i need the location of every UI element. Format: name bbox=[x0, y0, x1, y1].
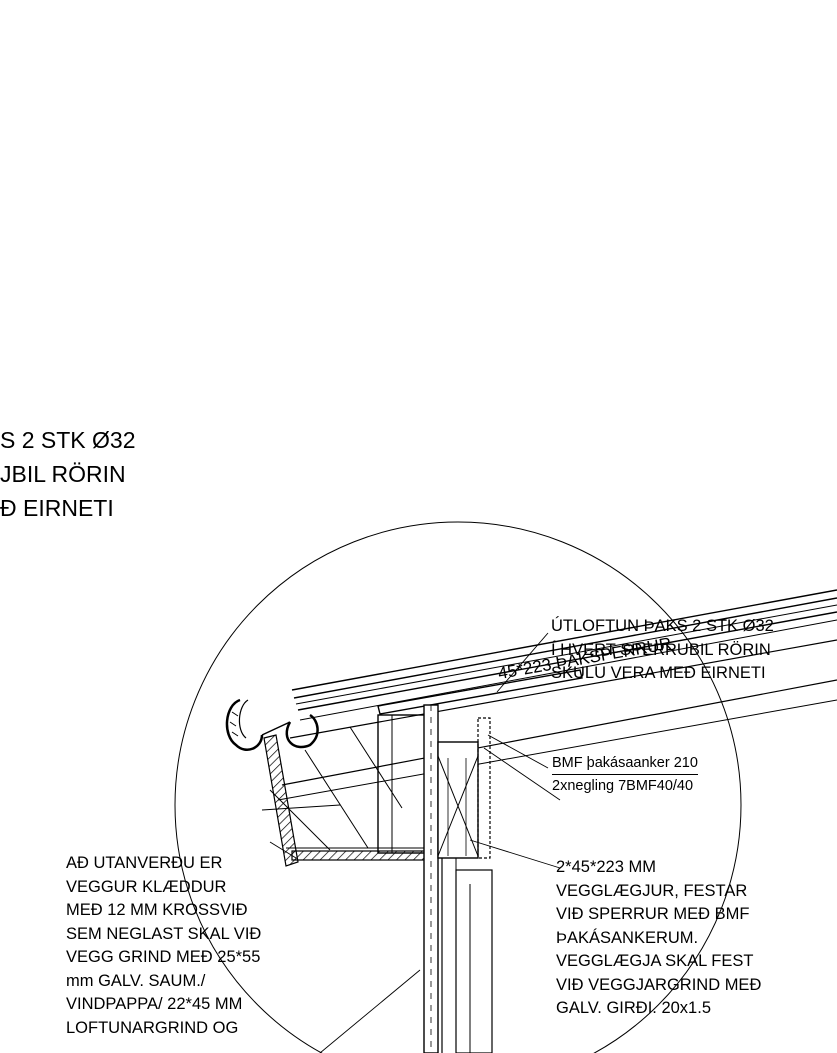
anchor-note-line-2: 2xnegling 7BMF40/40 bbox=[552, 778, 694, 794]
vent-strip bbox=[377, 669, 583, 715]
wall-plate-line-7: GALV. GIRÐI. 20x1.5 bbox=[556, 999, 711, 1017]
cladding-line-3: MEÐ 12 MM KROSSVIÐ bbox=[66, 901, 248, 919]
vent-note-line-3: SKULU VERA MEÐ EIRNETI bbox=[551, 664, 766, 682]
wall-plate-line-3: VIÐ SPERRUR MEÐ BMF bbox=[556, 905, 750, 923]
detail-circle bbox=[174, 521, 742, 1053]
partial-note-line-2: JBIL RÖRIN bbox=[0, 461, 126, 487]
leader-lines bbox=[269, 632, 561, 1053]
anchor-note-line-1: BMF þakásaanker 210 bbox=[552, 752, 698, 775]
eave-braces bbox=[304, 726, 403, 849]
wall-plate-line-1: 2*45*223 MM bbox=[556, 858, 656, 876]
wall-plate-line-4: ÞAKÁSANKERUM. bbox=[556, 928, 699, 947]
wall-plate-line-6: VIÐ VEGGJARGRIND MEÐ bbox=[556, 975, 762, 994]
cladding-line-7: VINDPAPPA/ 22*45 MM bbox=[66, 995, 243, 1013]
cladding-line-4: SEM NEGLAST SKAL VIÐ bbox=[66, 924, 262, 943]
partial-note-line-3: Ð EIRNETI bbox=[0, 495, 114, 521]
gutter bbox=[225, 698, 319, 751]
partial-note-line-1: S 2 STK Ø32 bbox=[0, 427, 136, 453]
wall-plate-note: 2*45*223 MM VEGGLÆGJUR, FESTAR VIÐ SPERR… bbox=[556, 856, 761, 1021]
wall-plate-line-5: VEGGLÆGJA SKAL FEST bbox=[556, 952, 754, 970]
wall-plate-line-2: VEGGLÆGJUR, FESTAR bbox=[556, 881, 748, 900]
cladding-note: AÐ UTANVERÐU ER VEGGUR KLÆDDUR MEÐ 12 MM… bbox=[66, 852, 261, 1040]
partial-vent-note: S 2 STK Ø32 JBIL RÖRIN Ð EIRNETI bbox=[0, 423, 136, 525]
vent-note-line-1: ÚTLOFTUN ÞAKS 2 STK Ø32 bbox=[551, 617, 774, 635]
wall-frame bbox=[377, 704, 493, 1053]
cladding-line-1: AÐ UTANVERÐU ER bbox=[66, 854, 223, 872]
cladding-line-6: mm GALV. SAUM./ bbox=[66, 971, 206, 990]
vent-note: ÚTLOFTUN ÞAKS 2 STK Ø32 Í HVERT SPERRUBI… bbox=[551, 615, 774, 686]
anchor-note: BMF þakásaanker 210 2xnegling 7BMF40/40 bbox=[552, 752, 698, 797]
cladding-line-2: VEGGUR KLÆDDUR bbox=[66, 877, 227, 896]
rafter bbox=[277, 639, 837, 801]
cladding-line-5: VEGG GRIND MEÐ 25*55 bbox=[66, 948, 261, 966]
cladding-line-8: LOFTUNARGRIND OG bbox=[66, 1018, 239, 1037]
vent-note-line-2: Í HVERT SPERRUBIL RÖRIN bbox=[551, 640, 771, 659]
